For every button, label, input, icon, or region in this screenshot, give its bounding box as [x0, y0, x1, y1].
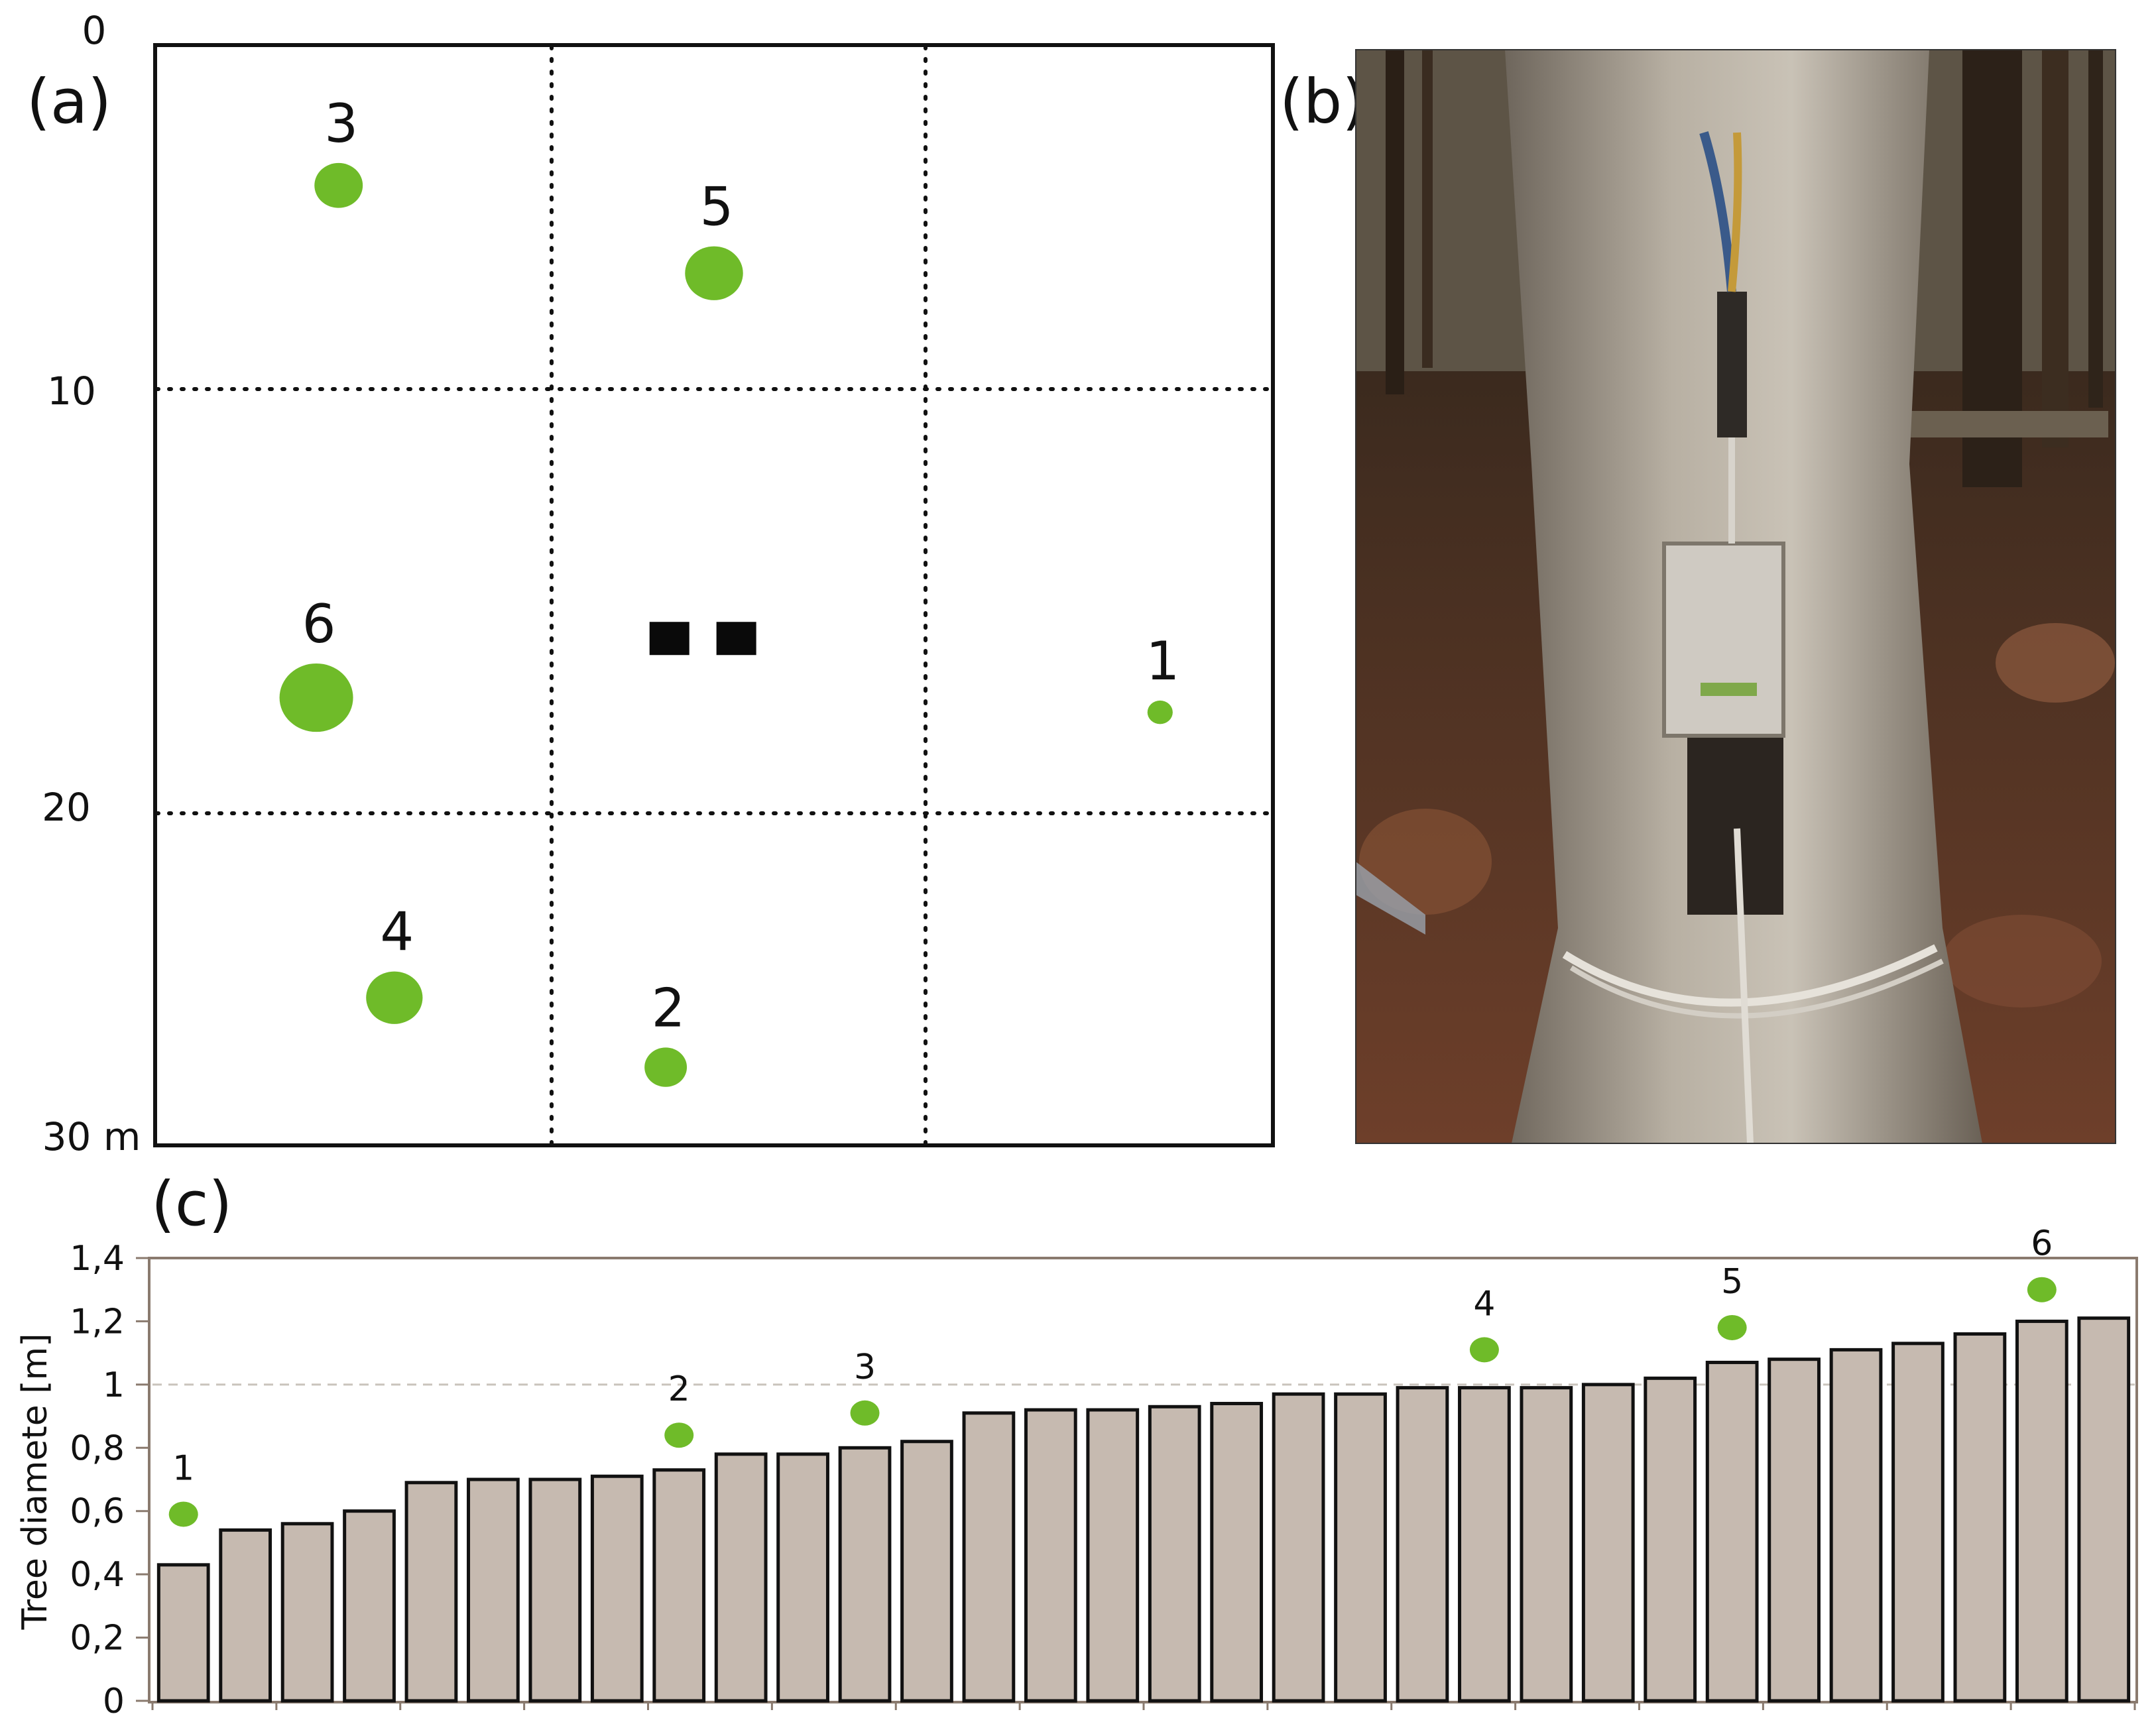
photo-frame: [1355, 49, 2116, 1144]
tree-6-label: 6: [302, 593, 336, 655]
bar-10: [714, 1452, 768, 1703]
y-axis-label: Tree diamete [m]: [15, 1334, 55, 1631]
y-tick-label: 1: [103, 1365, 125, 1405]
bar-3: [280, 1522, 334, 1703]
marker-5-label: 5: [1721, 1262, 1743, 1302]
marker-3-dot: [850, 1400, 880, 1426]
marker-4-dot: [1469, 1337, 1499, 1363]
chart-y-ticks: 0 0,2 0,4 0,6 0,8 1 1,2 1,4: [70, 1239, 149, 1721]
marker-2-label: 2: [668, 1369, 690, 1409]
bar-13: [900, 1440, 953, 1703]
panel-b-photo: (b): [1280, 49, 2116, 1144]
y-tick-label: 1,4: [70, 1239, 125, 1279]
tree-3-dot: [314, 162, 363, 208]
tree-3-label: 3: [324, 93, 358, 154]
bar-8: [590, 1474, 644, 1703]
bar-7: [528, 1477, 582, 1703]
marker-5-dot: [1717, 1314, 1747, 1340]
bar-1: [156, 1563, 210, 1703]
bar-30: [1953, 1332, 2007, 1703]
bar-15: [1024, 1408, 1077, 1703]
bar-14: [962, 1411, 1016, 1703]
y-tick-0: 0: [82, 8, 107, 53]
marker-3-label: 3: [854, 1348, 876, 1387]
marker-1-label: 1: [172, 1448, 194, 1488]
tree-trunk-sensor-photo-icon: [1356, 50, 2116, 1143]
tree-5-label: 5: [700, 176, 734, 238]
bar-17: [1148, 1405, 1201, 1703]
bar-18: [1210, 1401, 1264, 1703]
bar-5: [404, 1481, 458, 1703]
panel-c-label: (c): [151, 1169, 232, 1239]
bar-22: [1458, 1386, 1511, 1703]
marker-6-label: 6: [2031, 1224, 2053, 1264]
sensor-square-1: [649, 622, 689, 656]
tree-2-dot: [644, 1047, 688, 1087]
bar-11: [776, 1452, 829, 1703]
tree-6-dot: [279, 663, 353, 732]
y-tick-30m: 30 m: [42, 1114, 141, 1159]
bar-28: [1829, 1348, 1883, 1703]
y-tick-label: 0,4: [70, 1555, 125, 1595]
marker-4-label: 4: [1473, 1284, 1495, 1324]
chart-x-ticks: [151, 1701, 2136, 1710]
y-tick-label: 0,6: [70, 1492, 125, 1532]
y-tick-label: 0: [103, 1682, 125, 1721]
bar-20: [1334, 1392, 1387, 1703]
bar-23: [1520, 1386, 1573, 1703]
bar-19: [1272, 1392, 1325, 1703]
panel-a-plot-map: (a) 0 10 20 30 m 3 5 6 1 4 2: [27, 8, 1275, 1159]
tree-markers: 3 5 6 1 4 2: [279, 93, 1179, 1087]
y-tick-10: 10: [47, 369, 96, 414]
bar-24: [1581, 1383, 1635, 1703]
y-tick-label: 0,8: [70, 1428, 125, 1468]
bar-2: [219, 1528, 272, 1703]
sensor-markers: [649, 622, 756, 656]
chart-markers: 1 2 3 4 5 6: [168, 1224, 2057, 1527]
bar-21: [1396, 1386, 1449, 1703]
marker-6-dot: [2027, 1277, 2057, 1302]
bar-9: [652, 1468, 706, 1703]
panel-c-bar-chart: (c) Tree diamete [m] 0 0,2 0,4 0,6 0,8 1 1,2 1,…: [15, 1169, 2138, 1721]
sensor-square-2: [716, 622, 756, 656]
tree-4-dot: [366, 971, 423, 1024]
y-tick-20: 20: [42, 785, 91, 830]
bar-25: [1644, 1376, 1697, 1703]
bar-4: [343, 1509, 396, 1703]
chart-bars: [156, 1316, 2131, 1703]
tree-4-label: 4: [380, 901, 414, 963]
bar-26: [1705, 1360, 1759, 1703]
marker-2-dot: [664, 1422, 694, 1448]
y-tick-label: 1,2: [70, 1302, 125, 1342]
bar-31: [2015, 1319, 2068, 1703]
tree-5-dot: [685, 246, 743, 300]
bar-29: [1891, 1342, 1945, 1703]
y-tick-label: 0,2: [70, 1619, 125, 1658]
tree-1-label: 1: [1146, 630, 1179, 692]
plot-frame: [153, 43, 1275, 1147]
bar-32: [2077, 1316, 2131, 1703]
tree-2-label: 2: [652, 977, 686, 1039]
bar-27: [1767, 1357, 1821, 1703]
panel-a-label: (a): [27, 66, 111, 137]
bar-6: [467, 1477, 520, 1703]
tree-1-dot: [1147, 700, 1173, 724]
marker-1-dot: [168, 1501, 198, 1527]
bar-16: [1086, 1408, 1140, 1703]
panel-b-label: (b): [1280, 66, 1366, 137]
bar-12: [838, 1446, 892, 1703]
